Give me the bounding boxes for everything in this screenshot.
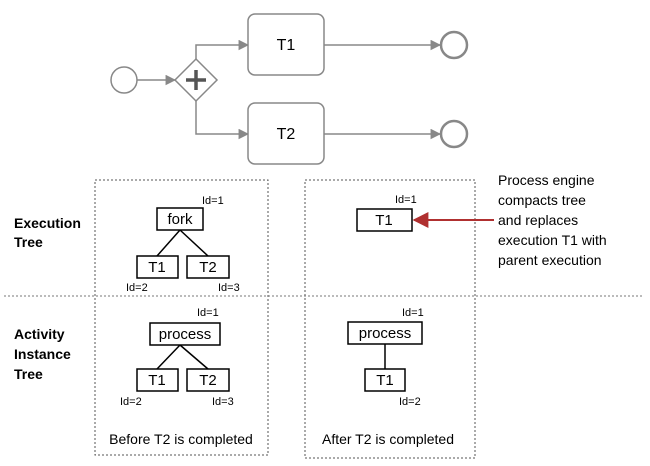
node-box bbox=[364, 368, 406, 392]
flow-gateway-to-t2 bbox=[195, 101, 250, 140]
process-diagram: T1 T2 bbox=[110, 13, 469, 165]
row-label-activity-instance-tree: Activity Instance Tree bbox=[14, 326, 71, 382]
end-event-2-circle-icon bbox=[439, 119, 469, 149]
parallel-gateway-plus-icon bbox=[173, 57, 219, 103]
start-event-circle-icon bbox=[110, 66, 138, 94]
node-box bbox=[186, 368, 230, 392]
node-box bbox=[356, 208, 413, 232]
tree-edge bbox=[179, 344, 209, 370]
node-box bbox=[347, 321, 423, 345]
after-activity-tree: Id=1 process T1 Id=2 bbox=[347, 307, 424, 408]
node-id-label: Id=2 bbox=[126, 282, 148, 294]
node-id-label: Id=3 bbox=[212, 396, 234, 408]
row-label-line: Tree bbox=[14, 366, 43, 382]
annotation-line: compacts tree bbox=[498, 192, 586, 208]
node-box bbox=[136, 368, 179, 392]
node-label: T2 bbox=[199, 259, 217, 276]
node-box bbox=[136, 255, 179, 279]
node-label: T1 bbox=[148, 259, 166, 276]
node-id-label: Id=1 bbox=[402, 307, 424, 319]
node-id-label: Id=1 bbox=[202, 195, 224, 207]
tree-edge bbox=[156, 229, 181, 257]
end-event-1-circle-icon bbox=[439, 30, 469, 60]
node-box bbox=[156, 207, 204, 231]
task-t1-label: T1 bbox=[277, 37, 296, 54]
node-id-label: Id=3 bbox=[218, 282, 240, 294]
task-t2-label: T2 bbox=[277, 126, 296, 143]
row-label-execution-tree: Execution Tree bbox=[14, 215, 81, 250]
node-id-label: Id=2 bbox=[120, 396, 142, 408]
node-id-label: Id=1 bbox=[395, 194, 417, 206]
before-execution-tree: Id=1 fork T1 Id=2 T2 Id=3 bbox=[126, 195, 240, 294]
before-caption: Before T2 is completed bbox=[109, 431, 253, 447]
node-box bbox=[186, 255, 230, 279]
node-label: fork bbox=[167, 211, 193, 228]
row-label-line: Instance bbox=[14, 346, 71, 362]
node-label: T1 bbox=[148, 372, 166, 389]
row-label-line: Activity bbox=[14, 326, 65, 342]
after-execution-tree: Id=1 T1 bbox=[356, 194, 417, 232]
row-label-line: Execution bbox=[14, 215, 81, 231]
node-label: T1 bbox=[375, 212, 393, 229]
after-caption: After T2 is completed bbox=[322, 431, 454, 447]
node-label: process bbox=[159, 326, 212, 343]
node-label: T1 bbox=[376, 372, 394, 389]
node-label: process bbox=[359, 325, 412, 342]
annotation-line: Process engine bbox=[498, 172, 595, 188]
tree-edge bbox=[179, 229, 209, 257]
tree-edge bbox=[156, 344, 181, 370]
flow-gateway-to-t1 bbox=[195, 39, 250, 59]
row-label-line: Tree bbox=[14, 234, 43, 250]
after-frame bbox=[304, 179, 476, 459]
annotation-line: execution T1 with bbox=[498, 232, 607, 248]
annotation-line: and replaces bbox=[498, 212, 578, 228]
node-box bbox=[149, 322, 221, 346]
node-id-label: Id=2 bbox=[399, 396, 421, 408]
annotation-line: parent execution bbox=[498, 252, 602, 268]
annotation-text: Process engine compacts tree and replace… bbox=[498, 172, 607, 268]
before-activity-tree: Id=1 process T1 Id=2 T2 Id=3 bbox=[120, 307, 234, 408]
node-id-label: Id=1 bbox=[197, 307, 219, 319]
node-label: T2 bbox=[199, 372, 217, 389]
